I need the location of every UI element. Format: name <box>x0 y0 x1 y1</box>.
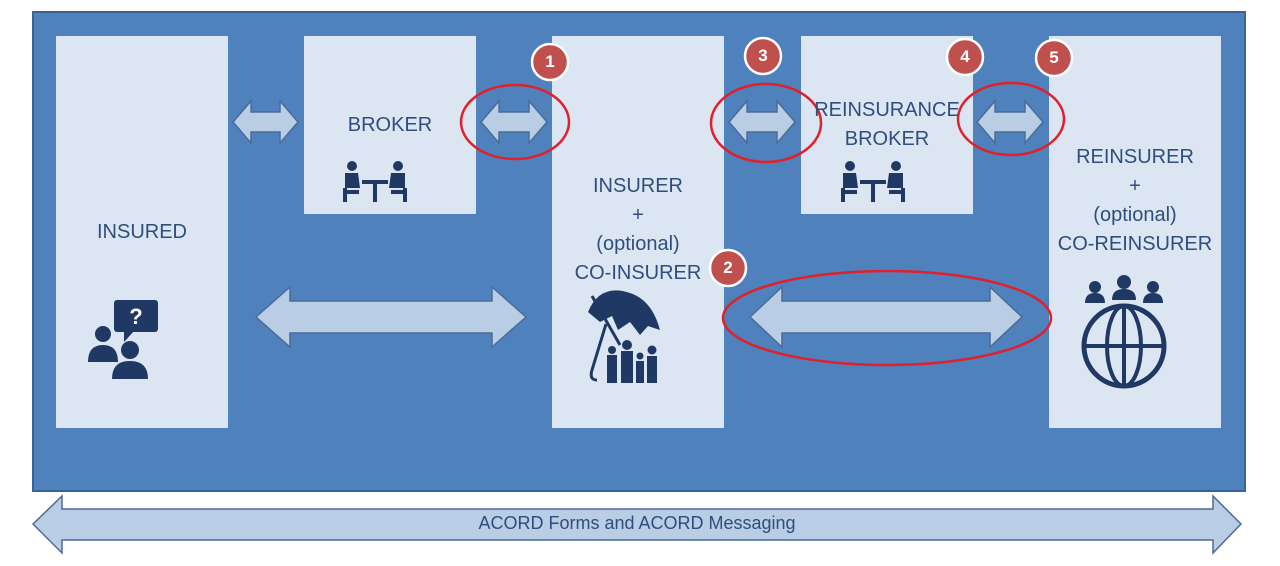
badge-1 <box>530 42 570 82</box>
meeting-icon <box>841 161 905 202</box>
arrow-insured-broker <box>232 98 299 146</box>
arrow-insured-insurer <box>254 285 528 349</box>
reinsurance-broker-box <box>801 36 973 214</box>
acord-label: ACORD Forms and ACORD Messaging <box>478 513 796 533</box>
reinsurer-label-line: + <box>1129 175 1141 197</box>
arrow-broker-insurer <box>480 98 548 146</box>
reinsurer-label-line: REINSURER <box>1076 146 1194 168</box>
badge-1-number: 1 <box>545 52 555 71</box>
acord-arrow <box>31 494 1243 555</box>
arrow-reinsurance-broker-reinsurer <box>976 98 1044 146</box>
insurer-label-line: CO-INSURER <box>574 262 702 284</box>
reinsurance-broker-label-line: BROKER <box>844 128 930 150</box>
badge-2 <box>708 248 748 288</box>
svg-text:?: ? <box>129 304 142 329</box>
broker-label: BROKER <box>304 111 476 140</box>
arrow-insurer-reinsurance-broker <box>728 98 796 146</box>
highlight-ellipse-3 <box>709 82 823 164</box>
broker-label-line: BROKER <box>347 114 433 136</box>
reinsurer-label-line: CO-REINSURER <box>1057 233 1213 255</box>
insured-label: INSURED <box>56 218 228 247</box>
badge-4 <box>945 37 985 77</box>
reinsurer-label-line: (optional) <box>1093 204 1177 226</box>
badge-5 <box>1034 38 1074 78</box>
badge-3-number: 3 <box>758 46 768 65</box>
insured-label-line: INSURED <box>96 221 187 243</box>
insured-box <box>56 36 228 428</box>
badge-3 <box>743 36 783 76</box>
reinsurance-broker-label-line: REINSURANCE <box>814 99 960 121</box>
reinsurer-box <box>1049 36 1221 428</box>
badge-4-number: 4 <box>960 47 970 66</box>
highlight-ellipse-4 <box>956 81 1066 157</box>
highlight-ellipse-1 <box>459 83 571 161</box>
highlight-ellipse-2 <box>721 269 1053 367</box>
reinsurer-label: REINSURER + (optional) CO-REINSURER <box>1049 143 1221 259</box>
globe-people-icon <box>1081 275 1167 389</box>
badge-5-number: 5 <box>1049 48 1059 67</box>
insurer-label-line: INSURER <box>592 175 683 197</box>
question-people-icon: ? <box>88 300 158 379</box>
reinsurance-broker-label: REINSURANCE BROKER <box>801 96 973 154</box>
arrow-insurer-reinsurer <box>748 285 1024 349</box>
umbrella-family-icon <box>588 290 660 383</box>
insurer-label-line: (optional) <box>596 233 680 255</box>
meeting-icon <box>343 161 407 202</box>
badge-2-number: 2 <box>723 258 733 277</box>
insurer-label-line: + <box>632 204 644 226</box>
insurer-label: INSURER + (optional) CO-INSURER <box>552 172 724 288</box>
